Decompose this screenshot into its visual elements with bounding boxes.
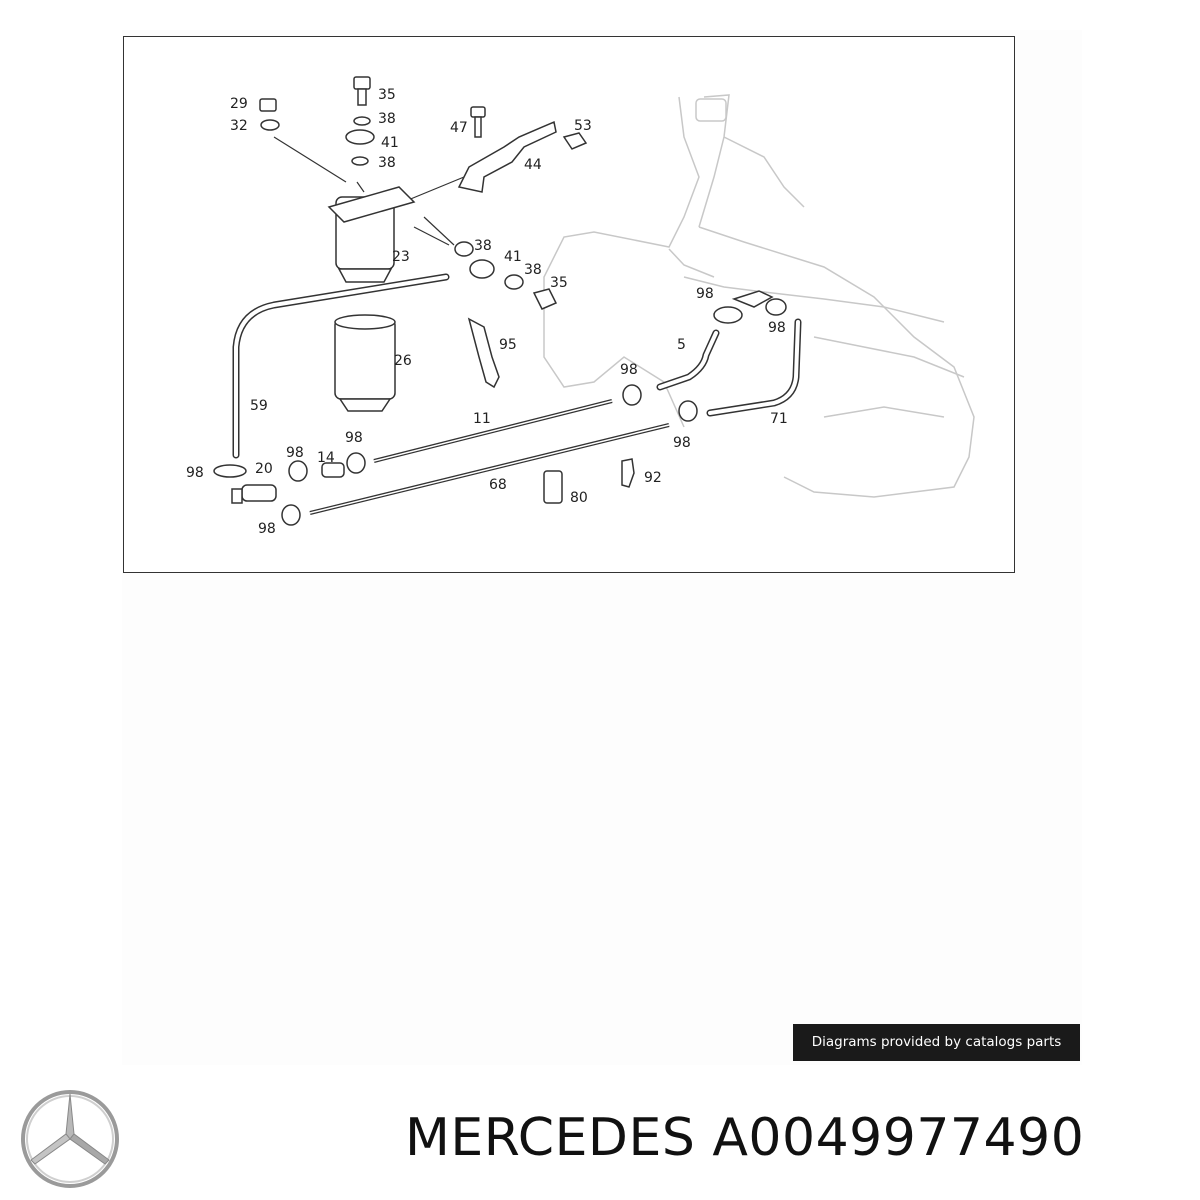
callout-labels: 29 32 35 38 41 38 47 53 44 23 38 41 38 3… — [186, 87, 788, 537]
plug-part-29 — [259, 98, 277, 112]
clamp-98-left — [213, 464, 247, 478]
callout-44: 44 — [524, 157, 542, 173]
callout-38: 38 — [378, 111, 396, 127]
parts-drawings — [213, 76, 787, 526]
callout-80: 80 — [570, 490, 588, 506]
callout-26: 26 — [394, 353, 412, 369]
callout-35: 35 — [550, 275, 568, 291]
callout-98: 98 — [673, 435, 691, 451]
callout-98: 98 — [345, 430, 363, 446]
bolt-part-47 — [470, 106, 486, 118]
hoses — [232, 273, 802, 459]
banjo-part-41 — [345, 129, 375, 145]
callout-41: 41 — [504, 249, 522, 265]
callout-5: 5 — [677, 337, 686, 353]
callout-92: 92 — [644, 470, 662, 486]
callout-38: 38 — [474, 238, 492, 254]
sleeve-part-14 — [321, 462, 345, 478]
callout-98: 98 — [186, 465, 204, 481]
callout-41: 41 — [381, 135, 399, 151]
callout-38: 38 — [524, 262, 542, 278]
bolt-part-35b — [532, 288, 558, 310]
banjo-part-41b — [469, 259, 495, 279]
callout-32: 32 — [230, 118, 248, 134]
callout-98: 98 — [768, 320, 786, 336]
washer-part-38b — [454, 241, 474, 257]
valve-part-92 — [621, 458, 635, 488]
engine-ghost-outline — [543, 94, 975, 498]
callout-71: 71 — [770, 411, 788, 427]
diagram-credit-badge: Diagrams provided by catalogs parts — [793, 1024, 1080, 1061]
callout-38: 38 — [378, 155, 396, 171]
washer-part-38 — [353, 116, 371, 126]
bolt-part-53 — [562, 132, 588, 150]
pump-part-20 — [241, 484, 277, 502]
washer-part-32 — [260, 119, 280, 131]
callout-68: 68 — [489, 477, 507, 493]
callout-14: 14 — [317, 450, 335, 466]
mercedes-star-logo-icon — [21, 1090, 119, 1188]
callout-98: 98 — [258, 521, 276, 537]
callout-98: 98 — [620, 362, 638, 378]
parts-diagram: 29 32 35 38 41 38 47 53 44 23 38 41 38 3… — [123, 36, 1015, 573]
callout-20: 20 — [255, 461, 273, 477]
callout-47: 47 — [450, 120, 468, 136]
callout-29: 29 — [230, 96, 248, 112]
bracket-part-95 — [467, 317, 500, 389]
callout-95: 95 — [499, 337, 517, 353]
part-number-caption: MERCEDES A0049977490 — [405, 1108, 1085, 1168]
callout-53: 53 — [574, 118, 592, 134]
callout-23: 23 — [392, 249, 410, 265]
callout-35: 35 — [378, 87, 396, 103]
callout-11: 11 — [473, 411, 491, 427]
callout-59: 59 — [250, 398, 268, 414]
diagram-drawing: 29 32 35 38 41 38 47 53 44 23 38 41 38 3… — [186, 76, 975, 537]
bracket-part-44 — [457, 120, 557, 193]
bolt-part-35 — [353, 76, 371, 90]
block-part-80 — [543, 470, 563, 504]
callout-98: 98 — [696, 286, 714, 302]
callout-98: 98 — [286, 445, 304, 461]
filter-element-part-26 — [334, 318, 396, 400]
